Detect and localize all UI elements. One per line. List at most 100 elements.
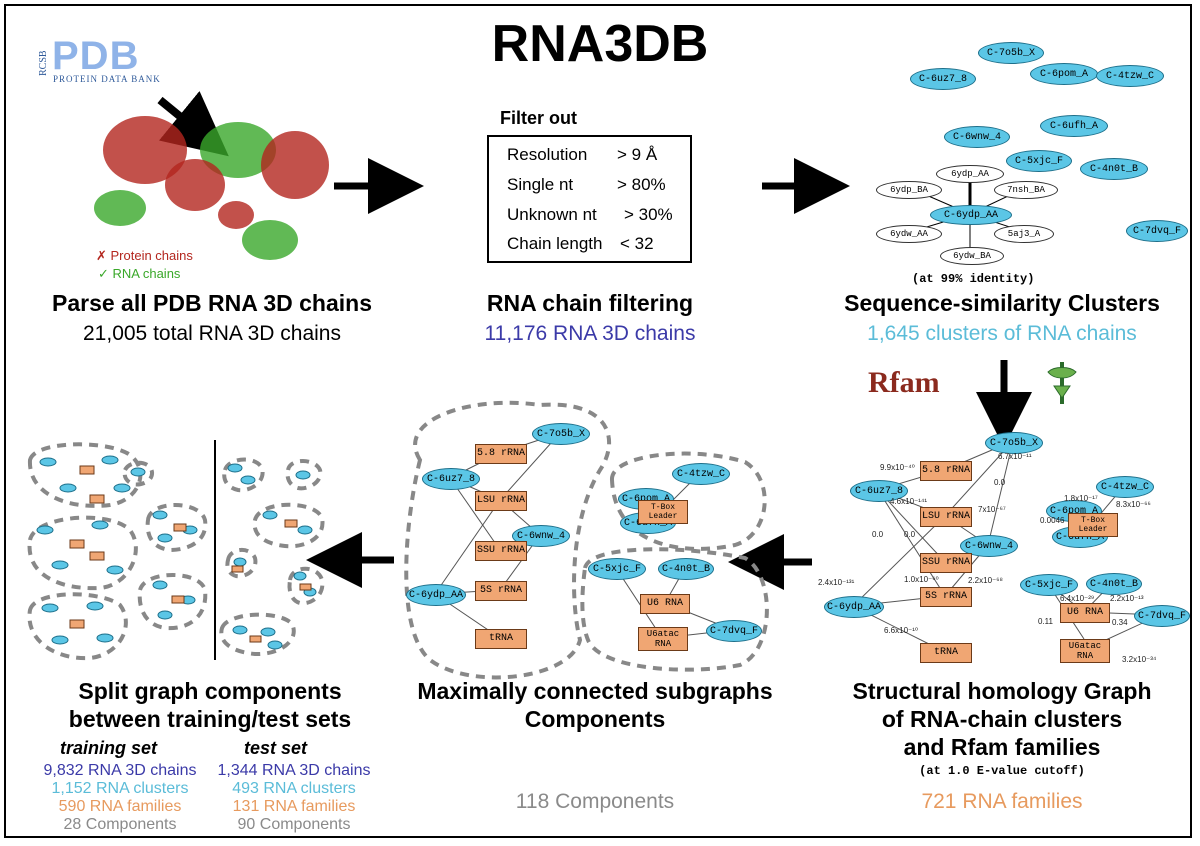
- parse-count: 21,005 total RNA 3D chains: [83, 322, 341, 345]
- component-cluster-node: C-6ydp_AA: [406, 584, 466, 606]
- filter-heading: RNA chain filtering: [486, 290, 694, 316]
- homology-heading-line1: Structural homology Graph: [852, 678, 1152, 704]
- homology-heading-line2: of RNA-chain clusters: [881, 706, 1123, 732]
- component-cluster-node: C-7dvq_F: [706, 620, 762, 642]
- evalue-label: 8.3x10⁻⁶⁶: [1116, 500, 1151, 509]
- homology-family-node: 5.8 rRNA: [920, 461, 972, 481]
- pdb-logo-rcsb: RCSB: [38, 50, 49, 76]
- filter-title: Filter out: [500, 108, 577, 128]
- component-cluster-node: C-5xjc_F: [588, 558, 646, 580]
- figure-frame: [4, 4, 1192, 838]
- homology-cluster-node: C-6ydp_AA: [824, 596, 884, 618]
- filter-value-resolution: > 9 Å: [617, 145, 658, 164]
- cluster-node: C-7o5b_X: [978, 42, 1044, 64]
- filter-label-unknown-nt: Unknown nt: [507, 205, 597, 224]
- training-clusters: 1,152 RNA clusters: [51, 780, 189, 797]
- component-family-node: 5S rRNA: [475, 581, 527, 601]
- homology-family-node: U6atac RNA: [1060, 639, 1110, 663]
- pointer-arrow: [157, 90, 229, 157]
- dragon-logo-icon: [1047, 362, 1077, 404]
- component-cluster-node: C-7o5b_X: [532, 423, 590, 445]
- clusters-heading: Sequence-similarity Clusters: [844, 290, 1160, 316]
- evalue-label: 6.7x10⁻¹¹: [998, 452, 1032, 461]
- pdb-logo-subtitle: PROTEIN DATA BANK: [53, 74, 161, 84]
- cluster-node: C-6pom_A: [1030, 63, 1098, 85]
- cluster-node-center: C-6ydp_AA: [930, 205, 1012, 225]
- evalue-label: 6.4x10⁻²⁹: [1060, 594, 1095, 603]
- training-set-label: training set: [60, 738, 158, 758]
- training-families: 590 RNA families: [58, 798, 182, 815]
- split-heading-line1: Split graph components: [78, 678, 342, 704]
- evalue-label: 2.4x10⁻¹³¹: [818, 578, 855, 587]
- test-clusters: 493 RNA clusters: [232, 780, 356, 797]
- component-cluster-node: C-4n0t_B: [658, 558, 714, 580]
- cluster-node: C-6uz7_8: [910, 68, 976, 90]
- cluster-member: 7nsh_BA: [994, 181, 1058, 199]
- filter-label-single-nt: Single nt: [507, 175, 574, 194]
- component-cluster-node: C-6uz7_8: [422, 468, 480, 490]
- parse-heading: Parse all PDB RNA 3D chains: [52, 290, 372, 316]
- component-family-node: tRNA: [475, 629, 527, 649]
- cluster-member: 5aj3_A: [994, 225, 1054, 243]
- components-heading-line2: Components: [524, 706, 666, 732]
- evalue-label: 2.2x10⁻¹³: [1110, 594, 1144, 603]
- training-chains: 9,832 RNA 3D chains: [43, 762, 197, 779]
- homology-families-count: 721 RNA families: [921, 790, 1083, 813]
- homology-heading-line3: and Rfam families: [903, 734, 1101, 760]
- evalue-label: 0.0: [994, 478, 1006, 487]
- component-family-node: U6 RNA: [640, 594, 690, 614]
- homology-family-node: SSU rRNA: [920, 553, 972, 573]
- cluster-identity-note: (at 99% identity): [912, 272, 1035, 286]
- test-components: 90 Components: [237, 816, 351, 833]
- cluster-member: 6ydp_BA: [876, 181, 942, 199]
- component-family-node: SSU rRNA: [475, 541, 527, 561]
- evalue-label: 7x10⁻⁶⁷: [978, 505, 1006, 514]
- filter-count: 11,176 RNA 3D chains: [484, 322, 696, 345]
- cluster-node: C-7dvq_F: [1126, 220, 1188, 242]
- evalue-label: 1.8x10⁻¹⁷: [1064, 494, 1098, 503]
- training-components: 28 Components: [63, 816, 177, 833]
- filter-value-chain-length: < 32: [620, 234, 654, 253]
- component-family-node: 5.8 rRNA: [475, 444, 527, 464]
- figure-title: RNA3DB: [491, 15, 709, 73]
- cluster-node: C-5xjc_F: [1006, 150, 1072, 172]
- evalue-label: 0.0046: [1040, 516, 1065, 525]
- cluster-member: 6ydp_AA: [936, 165, 1004, 183]
- components-count: 118 Components: [515, 790, 675, 813]
- split-heading-line2: between training/test sets: [68, 706, 352, 732]
- legend-protein-chains: ✗ Protein chains: [96, 248, 193, 263]
- test-chains: 1,344 RNA 3D chains: [217, 762, 371, 779]
- homology-evalue-note: (at 1.0 E-value cutoff): [919, 764, 1085, 778]
- homology-family-node: 5S rRNA: [920, 587, 972, 607]
- cluster-node: C-4tzw_C: [1096, 65, 1164, 87]
- evalue-label: 0.11: [1038, 617, 1053, 626]
- filter-label-resolution: Resolution: [507, 145, 588, 164]
- rfam-logo: Rfam: [868, 366, 940, 399]
- homology-family-node: T-Box Leader: [1068, 513, 1118, 537]
- legend-rna-chains: ✓ RNA chains: [98, 266, 181, 281]
- test-families: 131 RNA families: [232, 798, 356, 815]
- evalue-label: 4.6x10⁻¹⁴¹: [890, 497, 928, 506]
- component-family-node: U6atac RNA: [638, 627, 688, 651]
- components-heading-line1: Maximally connected subgraphs: [417, 678, 773, 704]
- pdb-logo: RCSB PDB PROTEIN DATA BANK: [38, 34, 198, 84]
- evalue-label: 0.34: [1112, 618, 1128, 627]
- evalue-label: 6.6x10⁻¹⁰: [884, 626, 919, 635]
- evalue-label: 0.0: [904, 530, 916, 539]
- homology-family-node: U6 RNA: [1060, 603, 1110, 623]
- test-set-label: test set: [244, 738, 308, 758]
- clusters-count: 1,645 clusters of RNA chains: [867, 322, 1137, 345]
- cluster-node: C-6wnw_4: [944, 126, 1010, 148]
- cluster-node: C-4n0t_B: [1080, 158, 1148, 180]
- filter-label-chain-length: Chain length: [507, 234, 603, 253]
- homology-cluster-node: C-6uz7_8: [850, 480, 908, 502]
- evalue-label: 9.9x10⁻⁴⁰: [880, 463, 915, 472]
- homology-cluster-node: C-5xjc_F: [1020, 574, 1078, 596]
- homology-family-node: tRNA: [920, 643, 972, 663]
- homology-cluster-node: C-7o5b_X: [985, 432, 1043, 454]
- component-family-node: LSU rRNA: [475, 491, 527, 511]
- homology-cluster-node: C-4n0t_B: [1086, 573, 1142, 595]
- filter-box: Resolution > 9 Å Single nt > 80% Unknown…: [487, 135, 692, 263]
- homology-family-node: LSU rRNA: [920, 507, 972, 527]
- component-family-node: T-Box Leader: [638, 500, 688, 524]
